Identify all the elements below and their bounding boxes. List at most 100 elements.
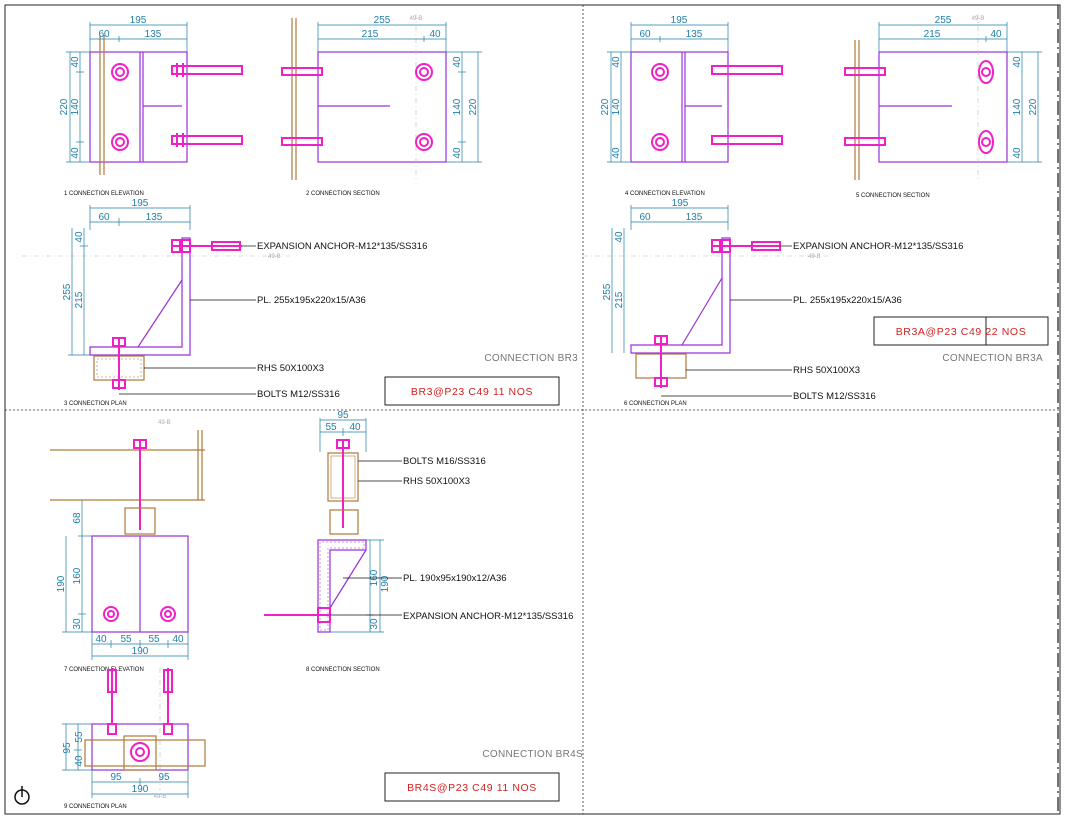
caption-2: 2 CONNECTION SECTION	[306, 191, 380, 197]
dim-215-6: 215	[614, 291, 625, 308]
dim-40-4b: 40	[611, 147, 622, 159]
dim-220-5: 220	[1028, 98, 1039, 115]
tag-box-br3a	[873, 316, 1049, 346]
grid-ref-p: 49-B	[268, 254, 281, 260]
dim-140: 140	[70, 98, 81, 115]
caption-1: 1 CONNECTION ELEVATION	[64, 191, 144, 197]
dim-255: 255	[374, 15, 391, 26]
dim-220: 220	[59, 98, 70, 115]
section-8: 95 55 40 160 190 30 BOLTS M16/SS316 RHS …	[264, 410, 573, 673]
dim-220-s: 220	[468, 98, 479, 115]
dim-40-7b: 40	[172, 634, 184, 645]
dim-140-s: 140	[452, 98, 463, 115]
dim-190-7: 190	[56, 575, 67, 592]
dim-215-5: 215	[924, 29, 941, 40]
dim-220-4: 220	[600, 98, 611, 115]
dim-60-p: 60	[98, 212, 110, 223]
dim-40-5: 40	[990, 29, 1002, 40]
dim-40-s-bottom: 40	[452, 147, 463, 159]
dim-140-4: 140	[611, 98, 622, 115]
dim-190-9: 190	[132, 784, 149, 795]
callout-anchor: EXPANSION ANCHOR-M12*135/SS316	[257, 241, 427, 252]
dim-40-top: 40	[70, 56, 81, 68]
panel-br3: 195 60 135 220 140 40 40 1 CONNECTION EL…	[22, 14, 578, 407]
section-2: 255 215 40 49-B 40 140 40 220 2 CONNECTI…	[281, 14, 482, 197]
caption-5: 5 CONNECTION SECTION	[856, 193, 930, 199]
dim-55-7b: 55	[148, 634, 160, 645]
connection-label-br3: CONNECTION BR3	[484, 353, 578, 364]
elevation-7: 68 190 160 30 40 55 55 40 190 49-B 7 CON…	[50, 420, 205, 673]
dim-40-5b: 40	[1012, 147, 1023, 159]
dim-255-p: 255	[62, 283, 73, 300]
dim-68: 68	[72, 512, 83, 524]
caption-7: 7 CONNECTION ELEVATION	[64, 667, 144, 673]
dim-40-p: 40	[74, 231, 85, 243]
caption-4: 4 CONNECTION ELEVATION	[625, 191, 705, 197]
dim-190-8: 190	[380, 575, 391, 592]
dim-140-5: 140	[1012, 98, 1023, 115]
panel-br3a: 195 60 135 220 140 40 40 4 CONNECTION EL…	[583, 14, 1049, 407]
caption-3: 3 CONNECTION PLAN	[64, 401, 127, 407]
dim-40-9: 40	[74, 755, 85, 767]
callout-anchor-6: EXPANSION ANCHOR-M12*135/SS316	[793, 241, 963, 252]
callout-bolts-m16: BOLTS M16/SS316	[403, 456, 486, 467]
dim-40-6: 40	[614, 231, 625, 243]
grid-ref-9: 49-B	[154, 794, 167, 800]
tag-box-br4s	[384, 772, 560, 802]
callout-anchor-8: EXPANSION ANCHOR-M12*135/SS316	[403, 611, 573, 622]
dim-40-5t: 40	[1012, 56, 1023, 68]
callout-bolts: BOLTS M12/SS316	[257, 389, 340, 400]
elevation-4: 195 60 135 220 140 40 40 4 CONNECTION EL…	[600, 15, 783, 197]
dim-30-7: 30	[72, 618, 83, 630]
dim-135-p: 135	[146, 212, 163, 223]
callout-bolts-6: BOLTS M12/SS316	[793, 391, 876, 402]
tag-box-br3	[384, 376, 560, 406]
callout-rhs-8: RHS 50X100X3	[403, 476, 470, 487]
plan-9: 95 55 40 95 95 190 49-B 9 CONNECTION PLA…	[62, 668, 206, 810]
dim-40-4t: 40	[611, 56, 622, 68]
callout-rhs-6: RHS 50X100X3	[793, 365, 860, 376]
dim-135-4: 135	[686, 29, 703, 40]
connection-label-br4s: CONNECTION BR4S	[482, 749, 583, 760]
dim-95-9b: 95	[158, 772, 170, 783]
dim-190-7w: 190	[132, 646, 149, 657]
callout-rhs: RHS 50X100X3	[257, 363, 324, 374]
sheet-border	[4, 4, 1061, 815]
dim-135-6: 135	[686, 212, 703, 223]
dim-95-9a: 95	[110, 772, 122, 783]
caption-6: 6 CONNECTION PLAN	[624, 401, 687, 407]
callout-plate: PL. 255x195x220x15/A36	[257, 295, 366, 306]
dim-135: 135	[145, 29, 162, 40]
connection-label-br3a: CONNECTION BR3A	[942, 353, 1043, 364]
dim-40-8: 40	[349, 422, 361, 433]
elevation-1: 195 60 135 220 140 40 40 1 CONNECTION EL…	[59, 15, 243, 197]
dim-40-s-top: 40	[452, 56, 463, 68]
grid-ref-5: 49-B	[972, 16, 985, 22]
dim-195-p: 195	[132, 198, 149, 209]
grid-ref-6: 49-B	[808, 254, 821, 260]
dim-95-8: 95	[337, 410, 349, 421]
north-symbol-icon	[14, 786, 30, 805]
dim-60: 60	[98, 29, 110, 40]
callout-plate-6: PL. 255x195x220x15/A36	[793, 295, 902, 306]
grid-ref: 49-B	[410, 16, 423, 22]
dim-40: 40	[429, 29, 441, 40]
dim-160-7: 160	[72, 567, 83, 584]
plan-3: 195 60 135 255 215 40 49-B EXPANSION ANC…	[22, 198, 427, 407]
caption-9: 9 CONNECTION PLAN	[64, 804, 127, 810]
dim-60-4: 60	[639, 29, 651, 40]
dim-95-9: 95	[62, 742, 73, 754]
tag-br3a: BR3A@P23 C49 22 NOS	[896, 326, 1027, 338]
dim-255-6: 255	[602, 283, 613, 300]
dim-40-bottom: 40	[70, 147, 81, 159]
dim-55-9: 55	[74, 731, 85, 743]
panel-br4s: 68 190 160 30 40 55 55 40 190 49-B 7 CON…	[50, 410, 583, 810]
dim-60-6: 60	[639, 212, 651, 223]
grid-ref-7: 49-B	[158, 420, 171, 426]
dim-195: 195	[130, 15, 147, 26]
dim-30-8: 30	[369, 618, 380, 630]
dim-55-8: 55	[325, 422, 337, 433]
callout-plate-8: PL. 190x95x190x12/A36	[403, 573, 507, 584]
